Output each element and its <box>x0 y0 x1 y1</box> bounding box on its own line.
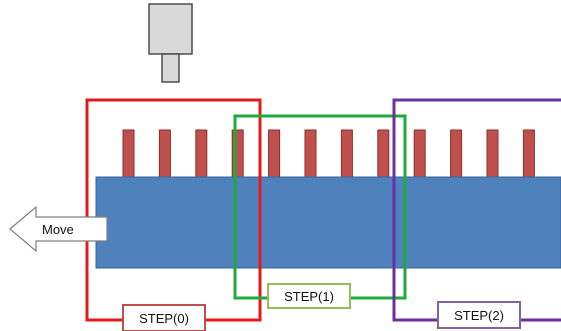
press-head-body <box>148 3 193 55</box>
board <box>95 176 561 269</box>
step-0-label-box: STEP(0) <box>122 304 206 331</box>
pin <box>377 129 390 179</box>
move-arrow <box>9 205 108 253</box>
pin <box>450 129 463 179</box>
move-label: Move <box>42 222 74 237</box>
pin <box>304 129 317 179</box>
pin <box>340 129 353 179</box>
step-0-frame <box>85 98 262 322</box>
left-arrow-icon: Move <box>9 205 108 253</box>
step-1-label-box: STEP(1) <box>267 283 351 309</box>
press-head-icon <box>148 3 193 83</box>
pin <box>268 129 281 179</box>
step-1-frame <box>233 114 407 300</box>
step-1-label: STEP(1) <box>284 289 334 304</box>
step-2-label: STEP(2) <box>454 308 504 323</box>
pin <box>486 129 499 179</box>
step-2-label-border <box>437 301 521 329</box>
pin <box>158 129 171 179</box>
pin-row <box>122 129 535 179</box>
step-0-label: STEP(0) <box>139 311 189 326</box>
pin <box>122 129 135 179</box>
step-1-label-border <box>267 283 351 309</box>
step-2-label-box: STEP(2) <box>437 301 521 329</box>
step-0-label-border <box>122 304 206 331</box>
pin <box>522 129 535 179</box>
pin <box>413 129 426 179</box>
press-head-tip <box>161 53 180 83</box>
pin <box>195 129 208 179</box>
